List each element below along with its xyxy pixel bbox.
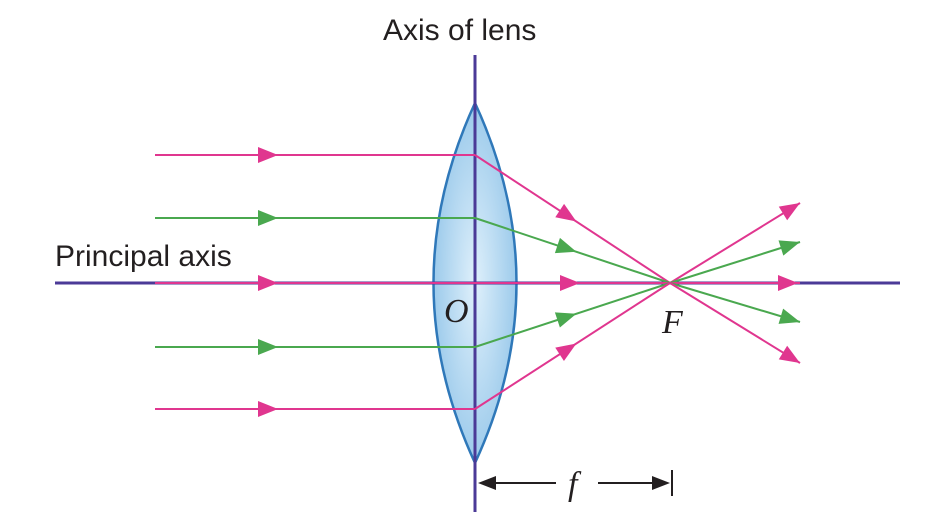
magenta-ray-axis-end-arrowhead [778,275,798,291]
light-rays [155,147,801,417]
green-ray-upper-refracted-arrowhead [554,237,577,254]
green-ray-upper-diverging [669,241,801,284]
magenta-ray-top-refracted-arrowhead [555,203,577,222]
magenta-ray-bottom-diverging [669,282,801,364]
magenta-ray-top-end-arrowhead [778,203,800,221]
green-ray-lower-diverging [669,282,801,323]
focal-length-label: f [568,466,582,503]
principal-axis-label: Principal axis [55,240,232,273]
green-ray-lower-refracted-arrowhead [554,312,577,328]
magenta-ray-top-diverging [669,202,801,284]
magenta-ray-bottom-incident-arrowhead [258,401,278,417]
green-ray-lower-incident-arrowhead [258,339,278,355]
focal-arrowhead-right [652,476,670,490]
magenta-ray-bottom-end-arrowhead [778,345,800,363]
optical-centre-label: O [444,293,469,330]
green-ray-lower-end-arrowhead [778,308,800,324]
focal-arrowhead-left [478,476,496,490]
focal-length-dimension: f [478,466,673,503]
magenta-ray-top-incident-arrowhead [258,147,278,163]
focus-label: F [661,304,684,341]
magenta-ray-axis-incident-arrowhead [258,275,278,291]
magenta-ray-bottom-refracted-arrowhead [555,343,577,362]
green-ray-upper-incident-arrowhead [258,210,278,226]
green-ray-upper-end-arrowhead [778,240,800,256]
axis-of-lens-label: Axis of lens [383,14,536,47]
magenta-ray-axis-mid-arrowhead [560,275,580,291]
